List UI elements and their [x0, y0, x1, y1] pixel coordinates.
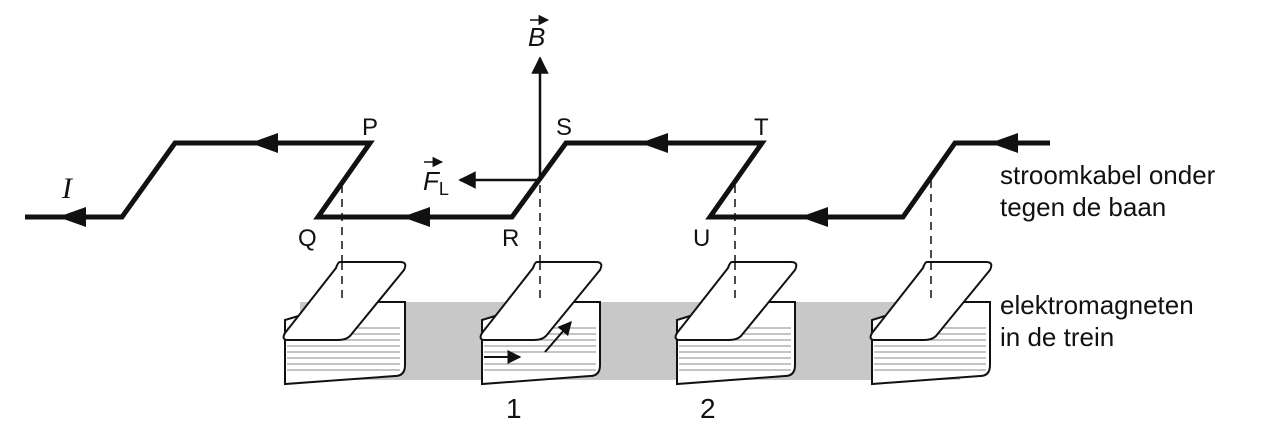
point-label-s: S — [556, 114, 572, 141]
magnets-caption-line2: in de trein — [1000, 322, 1114, 352]
electromagnet-d — [869, 261, 993, 386]
magnets-caption-line1: elektromagneten — [1000, 290, 1194, 320]
point-label-u: U — [693, 225, 710, 252]
cable-arrows — [58, 133, 1018, 227]
winding-arrow-side — [544, 320, 572, 353]
electromagnet-a — [282, 261, 407, 386]
b-field-label: B — [528, 14, 550, 52]
electromagnet-2 — [674, 261, 798, 386]
cable-arrow-3 — [640, 133, 668, 153]
train-body — [300, 302, 960, 380]
force-letter: FL — [423, 166, 449, 199]
dashed-on-coils — [341, 262, 932, 298]
current-label: I — [61, 172, 74, 205]
cable-arrow-6 — [58, 207, 86, 227]
magnet-number-2: 2 — [700, 393, 716, 424]
b-field-letter: B — [528, 22, 545, 52]
cable-caption-line2: tegen de baan — [1000, 192, 1166, 222]
cable-arrow-4 — [402, 207, 430, 227]
alignment-lines — [341, 180, 932, 298]
point-label-t: T — [754, 114, 769, 141]
point-label-r: R — [502, 225, 519, 252]
cable-arrow-2 — [800, 207, 828, 227]
electromagnet-1 — [479, 261, 603, 386]
cable-arrow-5 — [250, 133, 278, 153]
point-label-q: Q — [298, 225, 317, 252]
cable-caption-line1: stroomkabel onder — [1000, 160, 1216, 190]
magnet-number-1: 1 — [506, 393, 522, 424]
force-label: FL — [423, 156, 449, 199]
point-label-p: P — [362, 114, 378, 141]
cable-arrow-1 — [990, 133, 1018, 153]
